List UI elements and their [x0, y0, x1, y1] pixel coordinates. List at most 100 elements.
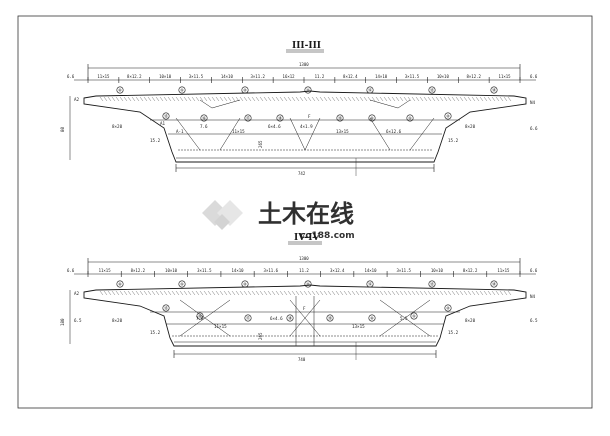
segment-label: 10×10 — [431, 268, 444, 273]
segment-label: 8×12.2 — [463, 268, 478, 273]
tendon-marker — [366, 280, 374, 288]
side-label: A2 — [74, 97, 80, 102]
tendon-label: ⑲ — [328, 315, 333, 322]
tendon-label: ⑬ — [430, 281, 435, 288]
tendon-label: ⑱ — [278, 115, 283, 122]
tendon-label: ⑲ — [338, 115, 343, 122]
segment-label: 14×10 — [232, 268, 245, 273]
inner-label: 11×15 — [232, 129, 245, 134]
tendon-label: ⑩ — [446, 306, 450, 311]
slab-hatching — [99, 96, 512, 102]
side-label: A2 — [74, 291, 80, 296]
tendon-marker — [444, 112, 452, 120]
inner-label: 4×1.9 — [300, 124, 313, 129]
tendon-label: ⑮ — [164, 305, 169, 312]
watermark: 土木在线 co188.com — [202, 200, 355, 241]
side-label: 15.2 — [448, 138, 459, 143]
segment-label: 10×10 — [165, 268, 178, 273]
depth-label: 180 — [60, 318, 65, 326]
inner-label: 7.6 — [196, 316, 204, 321]
side-label: 6.6 — [530, 126, 538, 131]
tendon-marker — [178, 86, 186, 94]
tendon-label: ⑨ — [180, 88, 184, 93]
tendon-label: ⑩ — [243, 282, 247, 287]
side-label: 15.2 — [448, 330, 459, 335]
tendon-label: ⑭ — [492, 87, 497, 94]
segment-label: 8×12.2 — [466, 74, 481, 79]
inner-label: 7.6 — [200, 124, 208, 129]
tendon-marker — [162, 112, 170, 120]
tendon-label: ⑭ — [492, 281, 497, 288]
tendon-label: ⑬ — [430, 87, 435, 94]
side-label: 15.2 — [150, 330, 161, 335]
depth-label: 80 — [60, 126, 65, 132]
inner-label: F — [303, 306, 306, 311]
tendon-marker — [244, 114, 252, 122]
edge-left-label: 6.6 — [67, 74, 75, 79]
segment-label: 3×11.5 — [189, 74, 204, 79]
slab-hatching — [99, 290, 512, 296]
tendon-label: ⑪ — [306, 87, 311, 94]
inner-label: 6×4.6 — [268, 124, 281, 129]
edge-left-label: 6.6 — [67, 268, 75, 273]
bottom-width-label: 742 — [298, 171, 306, 176]
segment-label: 8×12.2 — [131, 268, 146, 273]
section-3: III-III 1300 11×15 8×12.2 10×10 3×11.5 14×10… — [60, 41, 538, 176]
segment-label: 11×15 — [497, 268, 510, 273]
inner-label: 6×4.6 — [270, 316, 283, 321]
tendon-marker — [276, 114, 284, 122]
side-label: 8×20 — [465, 124, 476, 129]
segment-label: 3×12.4 — [330, 268, 345, 273]
segment-label: 14×10 — [221, 74, 234, 79]
tendon-label: ⑰ — [246, 115, 251, 122]
inner-label: 13×15 — [336, 129, 349, 134]
segment-label: 14×10 — [375, 74, 388, 79]
section-title: III-III — [292, 41, 321, 51]
inner-label: 13×15 — [352, 324, 365, 329]
segment-label: 11×15 — [99, 268, 112, 273]
tendon-label: ⑫ — [368, 87, 373, 94]
tendon-label: ⑧ — [118, 88, 122, 93]
inner-label: 6×12.6 — [386, 129, 402, 134]
segment-label: 8×12.2 — [127, 74, 142, 79]
tendon-label: ⑩ — [243, 88, 247, 93]
segment-label: 10×10 — [159, 74, 172, 79]
inner-label: 265 — [258, 140, 263, 148]
segment-label: 3×11.2 — [250, 74, 265, 79]
tendon-marker — [406, 114, 414, 122]
watermark-main: 土木在线 — [258, 200, 354, 228]
tendon-marker — [444, 304, 452, 312]
tendon-marker — [366, 86, 374, 94]
tendon-marker — [244, 314, 252, 322]
inner-label: A-1 — [176, 129, 184, 134]
overall-width-label: 1300 — [299, 62, 309, 67]
tendon-marker — [116, 280, 124, 288]
overall-width-label: 1300 — [299, 256, 309, 261]
tendon-label: ⑰ — [246, 315, 251, 322]
tendon-marker — [326, 314, 334, 322]
tendon-marker — [241, 280, 249, 288]
edge-right-label: 6.6 — [530, 74, 538, 79]
side-label: N4 — [530, 294, 536, 299]
watermark-sub: co188.com — [300, 231, 355, 241]
tendon-marker — [368, 314, 376, 322]
tendon-label: ⑧ — [370, 316, 374, 321]
segment-label: 3×11.5 — [396, 268, 411, 273]
segment-label: 11×15 — [499, 74, 512, 79]
segment-label: 8×12.4 — [343, 74, 358, 79]
segment-label: 14×10 — [364, 268, 377, 273]
tendon-label: ⑨ — [412, 314, 416, 319]
side-label: 8×20 — [112, 124, 123, 129]
edge-right-label: 6.6 — [530, 268, 538, 273]
tendon-marker — [304, 280, 312, 288]
inner-label: 11×15 — [214, 324, 227, 329]
tendon-label: ⑨ — [408, 116, 412, 121]
tendon-marker — [116, 86, 124, 94]
tendon-marker — [178, 280, 186, 288]
